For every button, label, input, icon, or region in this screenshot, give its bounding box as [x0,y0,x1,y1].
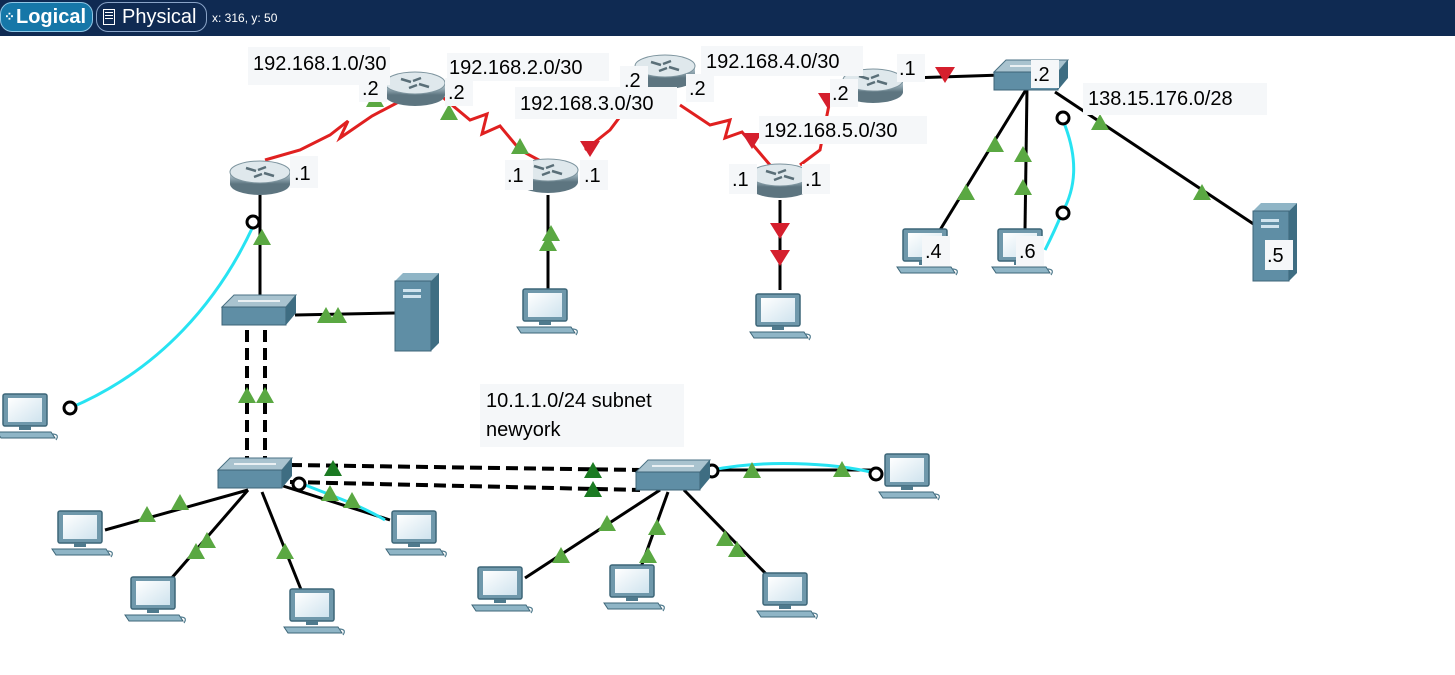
lan-note-line2: newyork [486,419,561,441]
if-router-top2-right: .2 [689,78,706,100]
net2-label: 192.168.2.0/30 [449,57,582,79]
server-left[interactable] [394,272,440,352]
router-mid2[interactable] [748,162,812,200]
if-server-right: .5 [1267,245,1284,267]
pc-router-mid2[interactable] [749,293,812,341]
net1-label: 192.168.1.0/30 [253,53,386,75]
pc-lan-6[interactable] [603,564,666,612]
router-top1[interactable] [383,70,447,108]
if-router-top3-left: .2 [832,83,849,105]
labels-layer: 192.168.1.0/30 192.168.2.0/30 192.168.3.… [248,46,1293,447]
net6-label: 138.15.176.0/28 [1088,88,1233,110]
pc-lan-5[interactable] [471,566,534,614]
switch-left-upper[interactable] [221,294,297,326]
pc-lan-2[interactable] [124,576,187,624]
if-router-top2-left: .2 [624,70,641,92]
if-router-top1-left: .2 [362,78,379,100]
pc-lan-4[interactable] [385,510,448,558]
if-router-top1-right: .2 [448,82,465,104]
toolbar: ⁘ Logical Physical x: 316, y: 50 [0,0,1455,36]
pc-lan-7[interactable] [756,572,819,620]
net4-label: 192.168.4.0/30 [706,51,839,73]
physical-tab[interactable]: Physical [96,2,207,32]
pc-lan-8[interactable] [878,453,941,501]
topology-canvas[interactable]: 192.168.1.0/30 192.168.2.0/30 192.168.3.… [0,36,1455,675]
cursor-coordinates: x: 316, y: 50 [212,11,278,25]
if-router-mid1-right: .1 [584,165,601,187]
if-router-top3-right: .1 [899,58,916,80]
switch-center[interactable] [635,459,711,491]
router-left[interactable] [228,159,292,197]
serial-link-1 [264,94,411,162]
if-router-mid1-left: .1 [507,165,524,187]
links-layer [62,73,1256,593]
net3-label: 192.168.3.0/30 [520,93,653,115]
switch-left-lower[interactable] [217,457,293,489]
if-switch-right: .2 [1033,64,1050,86]
net5-label: 192.168.5.0/30 [764,120,897,142]
if-pc-a: .4 [925,241,942,263]
logical-tab-label: Logical [16,6,87,28]
pc-router-mid1[interactable] [516,288,579,336]
if-router-mid2-left: .1 [732,169,749,191]
logical-tab[interactable]: ⁘ Logical [0,2,93,32]
pc-lan-3[interactable] [283,588,346,636]
physical-tab-label: Physical [122,6,197,28]
physical-view-icon [103,9,115,25]
if-router-left-1: .1 [294,163,311,185]
if-pc-b: .6 [1019,241,1036,263]
pc-lan-1[interactable] [51,510,114,558]
lan-note-line1: 10.1.1.0/24 subnet [486,390,652,412]
if-router-mid2-right: .1 [805,169,822,191]
pc-console[interactable] [0,393,59,441]
logical-view-icon: ⁘ [4,9,15,24]
